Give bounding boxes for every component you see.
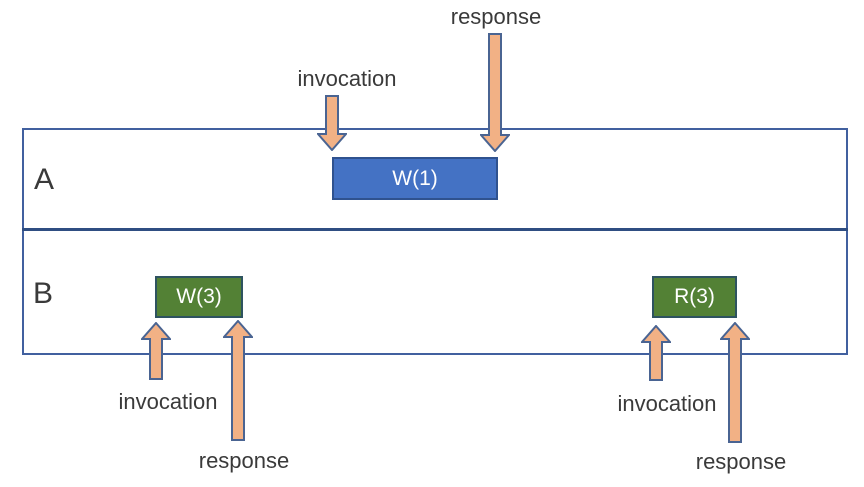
timeline-frame <box>22 128 848 355</box>
w1-response-arrow-icon <box>480 33 510 152</box>
r3-response-arrow-icon <box>720 322 750 443</box>
r3-invocation-label: invocation <box>617 391 717 416</box>
operation-box-r3: R(3) <box>652 276 737 318</box>
row-divider <box>22 228 848 231</box>
w3-response-label: response <box>198 448 290 473</box>
operation-box-w3: W(3) <box>155 276 243 318</box>
w3-invocation-label: invocation <box>118 389 218 414</box>
operation-box-w1: W(1) <box>332 157 498 200</box>
r3-invocation-arrow-icon <box>641 325 671 381</box>
w1-response-label: response <box>450 4 542 29</box>
w3-response-arrow-icon <box>223 320 253 441</box>
w1-invocation-arrow-icon <box>317 95 347 151</box>
w3-invocation-arrow-icon <box>141 322 171 380</box>
process-a-label: A <box>34 163 55 196</box>
process-b-label: B <box>33 277 54 310</box>
r3-response-label: response <box>695 449 787 474</box>
w1-invocation-label: invocation <box>297 66 397 91</box>
